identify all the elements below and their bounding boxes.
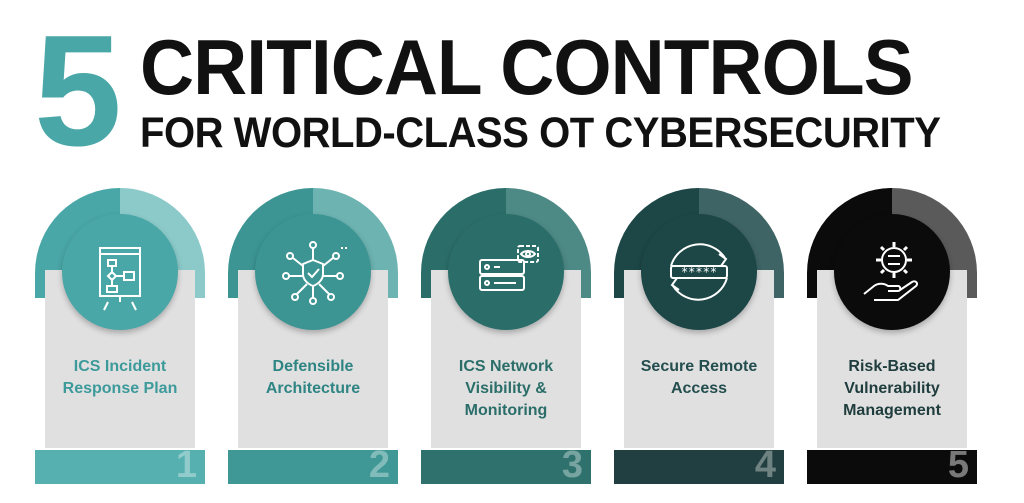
- headline-line2: FOR WORLD-CLASS OT CYBERSECURITY: [140, 109, 941, 157]
- gear-hand-icon: [834, 214, 950, 330]
- shield-network-icon: [255, 214, 371, 330]
- control-card-2: Defensible Architecture 2: [228, 188, 398, 486]
- step-number: 1: [175, 444, 197, 486]
- card-footer: 4: [614, 446, 784, 484]
- card-footer: 3: [421, 446, 591, 484]
- step-number: 2: [368, 444, 390, 486]
- password-sync-icon: *****: [641, 214, 757, 330]
- control-card-1: ICS Incident Response Plan 1: [35, 188, 205, 486]
- card-footer: 2: [228, 446, 398, 484]
- server-eye-icon: [448, 214, 564, 330]
- svg-text:*****: *****: [681, 265, 717, 279]
- headline: 5 CRITICAL CONTROLS FOR WORLD-CLASS OT C…: [0, 0, 1024, 175]
- card-label: Risk-Based Vulnerability Management: [843, 358, 941, 419]
- card-label: Secure Remote Access: [640, 358, 758, 397]
- card-footer: 5: [807, 446, 977, 484]
- control-card-4: ***** Secure Remote Access 4: [614, 188, 784, 486]
- card-label: Defensible Architecture: [265, 358, 361, 397]
- step-number: 3: [561, 444, 583, 486]
- card-label: ICS Incident Response Plan: [62, 358, 178, 397]
- control-card-5: Risk-Based Vulnerability Management 5: [807, 188, 977, 486]
- card-footer: 1: [35, 446, 205, 484]
- card-label: ICS Network Visibility & Monitoring: [458, 358, 554, 419]
- headline-line1: CRITICAL CONTROLS: [140, 23, 914, 111]
- step-number: 4: [754, 444, 776, 486]
- flowchart-icon: [62, 214, 178, 330]
- headline-number: 5: [34, 3, 122, 179]
- control-card-3: ICS Network Visibility & Monitoring 3: [421, 188, 591, 486]
- step-number: 5: [947, 444, 969, 486]
